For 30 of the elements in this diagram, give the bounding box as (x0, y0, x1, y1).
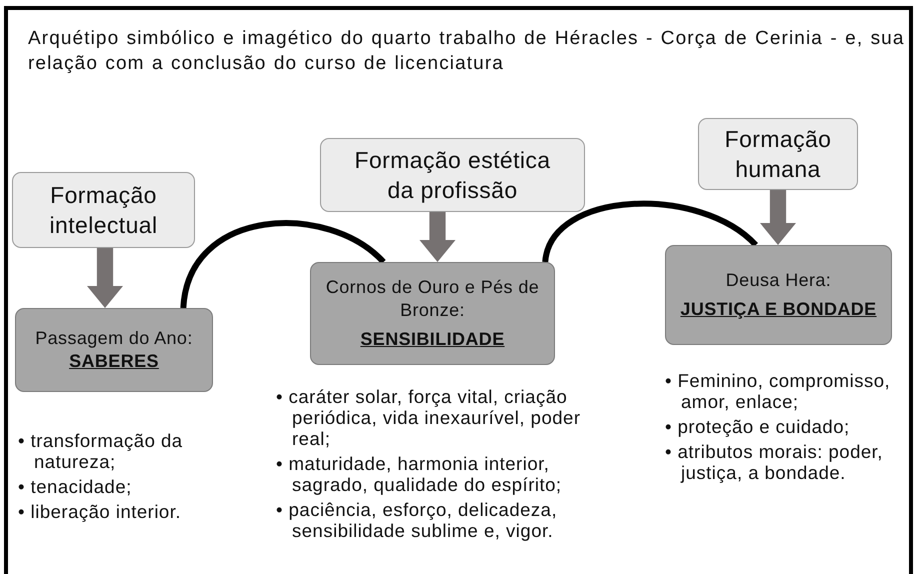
box-heading: Deusa Hera: (726, 269, 832, 292)
curved-connector (180, 220, 386, 308)
block-arrow (760, 190, 796, 245)
bullet-item: • Feminino, compromisso, amor, enlace; (665, 370, 892, 412)
box-heading: Formação intelectual (48, 181, 158, 240)
category-box (320, 138, 585, 212)
bullet-item: • transformação da natureza; (18, 430, 184, 472)
key-term: SABERES (69, 351, 159, 371)
bullet-item: • liberação interior. (18, 501, 182, 522)
curved-connector (542, 201, 758, 263)
concept-box (665, 245, 892, 345)
category-box (698, 118, 858, 190)
key-term: SENSIBILIDADE (360, 328, 505, 351)
box-heading: Cornos de Ouro e Pés de Bronze: (324, 276, 540, 322)
bullet-item: • maturidade, harmonia interior, sagrado, qualidade do espírito; (276, 453, 563, 495)
box-heading: Formação estética da profissão (354, 146, 552, 205)
bullet-item: • proteção e cuidado; (665, 416, 851, 437)
bullet-item: • paciência, esforço, delicadeza, sensibilidade sublime e, vigor. (276, 499, 558, 541)
category-box (12, 172, 195, 248)
box-heading: Formação humana (724, 125, 832, 184)
diagram-title: Arquétipo simbólico e imagético do quarto trabalho de Héracles - Corça de Cerinia - e, sua relação com a conclusão do curso de licenciatura (28, 27, 906, 76)
box-heading: Passagem do Ano: (35, 328, 193, 348)
block-arrow (87, 248, 123, 308)
bullet-item: • tenacidade; (18, 476, 133, 497)
bullet-item: • caráter solar, força vital, criação periódica, vida inexaurível, poder real; (276, 386, 582, 449)
key-term: JUSTIÇA E BONDADE (680, 298, 877, 321)
block-arrow (420, 212, 456, 262)
concept-box (15, 308, 213, 392)
concept-box (310, 262, 555, 365)
bullet-item: • atributos morais: poder, justiça, a bondade. (665, 441, 884, 483)
